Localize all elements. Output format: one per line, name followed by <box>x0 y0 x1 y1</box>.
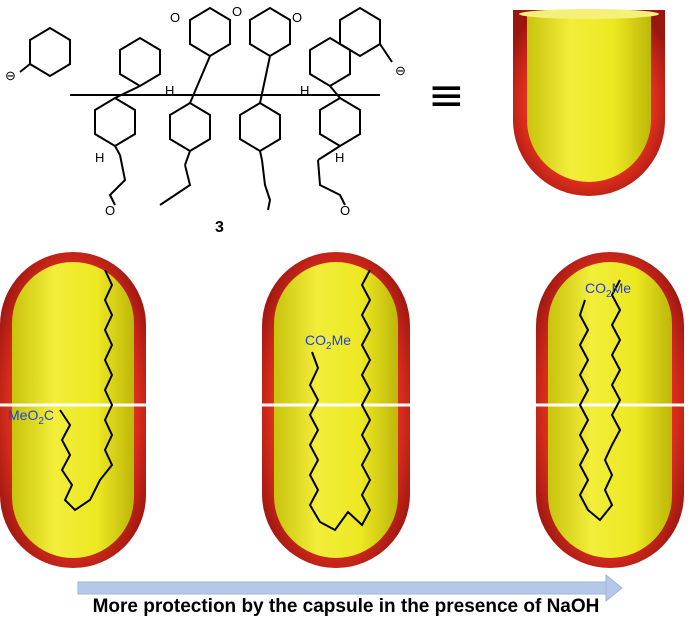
oxygen-label: O <box>292 10 302 25</box>
ester-label: CO2Me <box>305 332 351 352</box>
oxygen-label: O <box>105 203 115 218</box>
capsule-2: CO2Me <box>262 252 410 568</box>
hydrogen-label: H <box>300 83 309 98</box>
capsule-1: MeO2C <box>0 252 146 568</box>
compound-number: 3 <box>215 219 224 236</box>
ester-label: CO2Me <box>585 280 631 300</box>
equivalence-symbol: ≡ <box>428 70 465 121</box>
oxygen-label: O <box>340 203 350 218</box>
fatty-chain <box>578 279 622 522</box>
atom-labels: O O O H H H H O O ⊖ ⊖ 3 <box>5 4 406 236</box>
hydrogen-label: H <box>165 83 174 98</box>
cavitand-cup <box>513 9 665 196</box>
ester-label: MeO2C <box>8 407 54 427</box>
cavitand-structure <box>19 6 393 211</box>
hydrogen-label: H <box>335 150 344 165</box>
fatty-chain <box>308 269 372 532</box>
oxygen-label: O <box>232 4 242 19</box>
figure-caption: More protection by the capsule in the pr… <box>92 596 600 617</box>
progress-arrow <box>77 573 623 603</box>
capsule-3: CO2Me <box>536 252 684 568</box>
charge-label: ⊖ <box>395 63 406 78</box>
hydrogen-label: H <box>95 150 104 165</box>
fatty-chain <box>59 269 114 512</box>
oxygen-label: O <box>170 10 180 25</box>
charge-label: ⊖ <box>5 68 16 83</box>
